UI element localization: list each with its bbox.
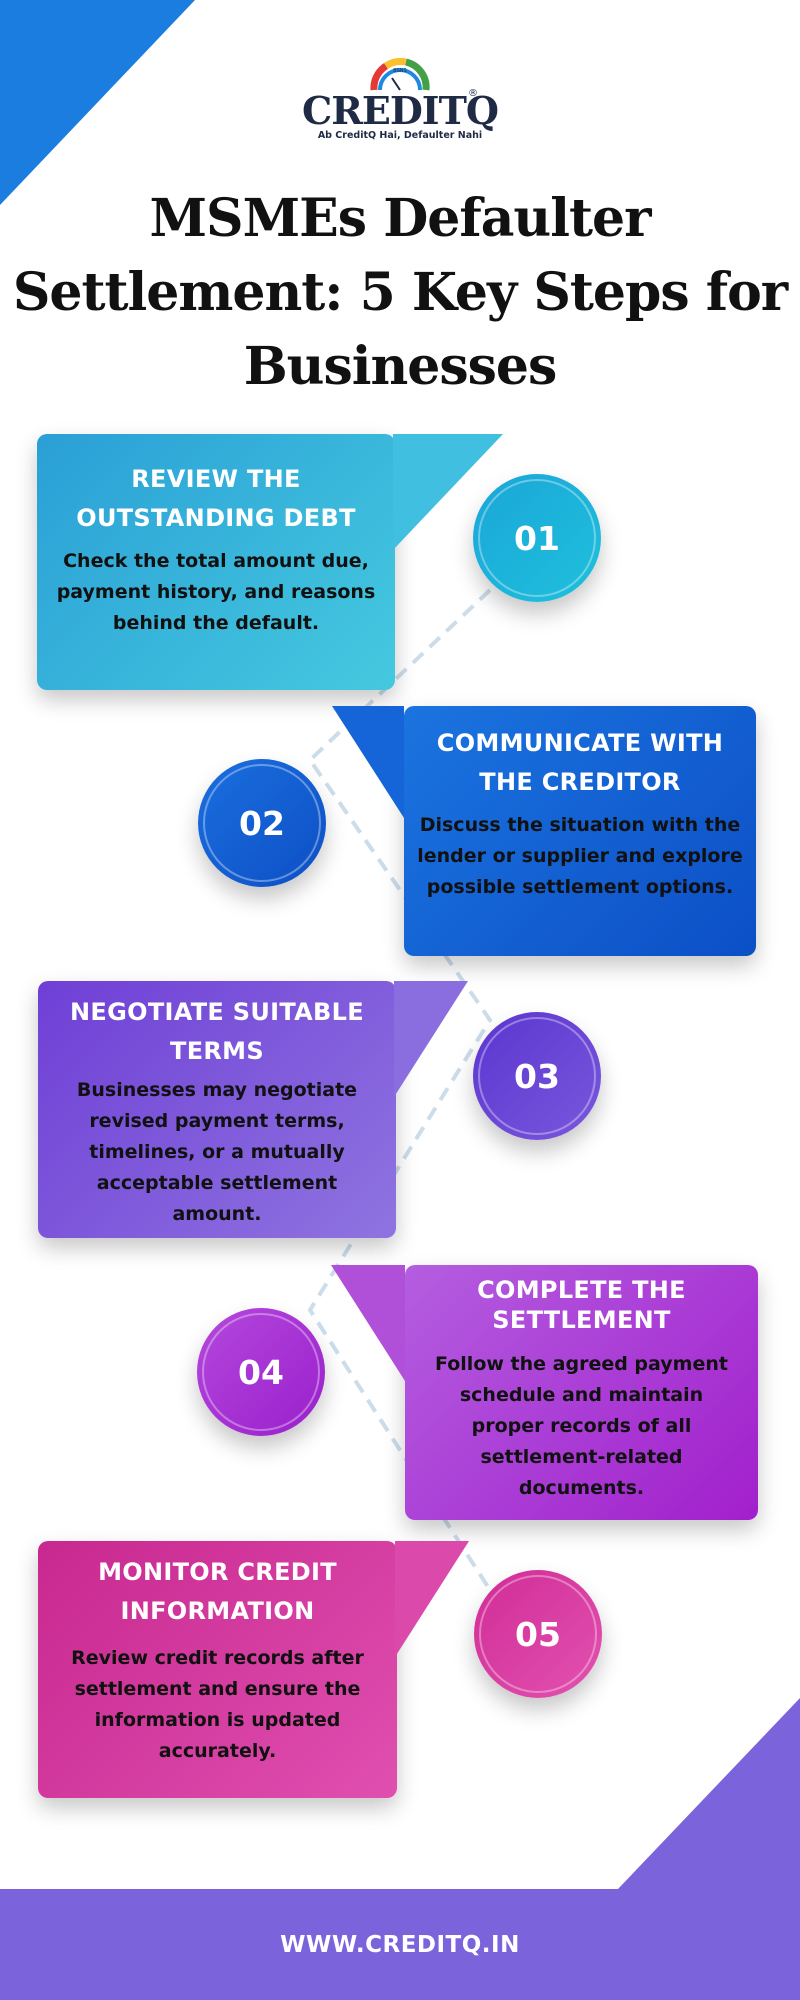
- step-card-5: MONITOR CREDIT INFORMATION Review credit…: [38, 1541, 469, 1798]
- step-number-1: 01: [473, 474, 601, 602]
- step-number-4-label: 04: [238, 1352, 284, 1392]
- creditq-logo: BSNS CREDITQ ® Ab CreditQ Hai, Defaulter…: [300, 48, 500, 143]
- step-number-5: 05: [474, 1570, 602, 1698]
- step-4-body: Follow the agreed payment schedule and m…: [435, 1353, 728, 1499]
- step-number-4: 04: [197, 1308, 325, 1436]
- step-3-body: Businesses may negotiate revised payment…: [76, 1079, 358, 1225]
- step-number-3: 03: [473, 1012, 601, 1140]
- footer-website-link[interactable]: WWW.CREDITQ.IN: [280, 1931, 520, 1958]
- step-number-1-label: 01: [514, 518, 560, 558]
- step-1-heading: REVIEW THE OUTSTANDING DEBT: [76, 465, 356, 532]
- registered-mark: ®: [468, 88, 478, 99]
- step-3-heading: NEGOTIATE SUITABLE TERMS: [70, 998, 364, 1065]
- logo-tagline: Ab CreditQ Hai, Defaulter Nahi: [317, 130, 483, 141]
- step-card-5-tab: [395, 1541, 469, 1657]
- step-card-4: COMPLETE THE SETTLEMENT Follow the agree…: [331, 1265, 758, 1520]
- logo-wordmark: CREDITQ: [302, 88, 499, 133]
- gauge-icon: BSNS: [370, 57, 430, 91]
- step-card-1: REVIEW THE OUTSTANDING DEBT Check the to…: [37, 434, 503, 690]
- gauge-label: BSNS: [393, 68, 406, 74]
- step-5-body: Review credit records after settlement a…: [71, 1647, 364, 1762]
- top-left-corner-decoration: [0, 0, 195, 205]
- step-number-2: 02: [198, 759, 326, 887]
- page-title: MSMEs Defaulter Settlement: 5 Key Steps …: [12, 188, 788, 397]
- step-number-2-label: 02: [239, 803, 285, 843]
- step-card-4-tab: [331, 1265, 405, 1381]
- step-1-body: Check the total amount due, payment hist…: [56, 550, 376, 634]
- step-2-body: Discuss the situation with the lender or…: [417, 814, 743, 898]
- step-5-heading: MONITOR CREDIT INFORMATION: [98, 1558, 337, 1625]
- step-2-heading: COMMUNICATE WITH THE CREDITOR: [436, 729, 724, 796]
- step-card-3: NEGOTIATE SUITABLE TERMS Businesses may …: [38, 981, 468, 1238]
- step-card-2: COMMUNICATE WITH THE CREDITOR Discuss th…: [332, 706, 756, 956]
- step-card-2-tab: [332, 706, 404, 818]
- step-4-heading: COMPLETE THE SETTLEMENT: [477, 1276, 686, 1334]
- bottom-right-corner-decoration: [617, 1698, 800, 1890]
- step-number-3-label: 03: [514, 1056, 560, 1096]
- step-card-3-tab: [394, 981, 468, 1097]
- footer: WWW.CREDITQ.IN: [0, 1889, 800, 2000]
- step-number-5-label: 05: [515, 1614, 561, 1654]
